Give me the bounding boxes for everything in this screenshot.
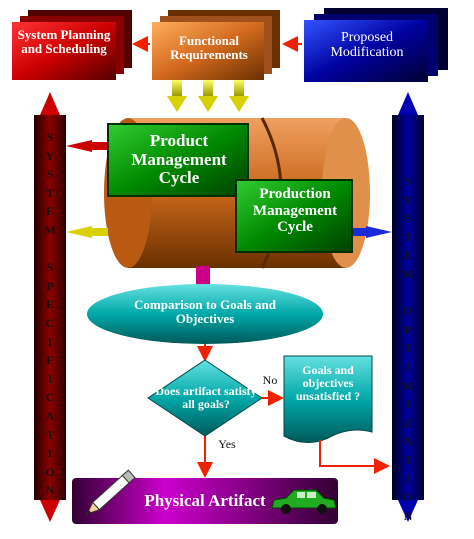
car-icon <box>271 489 337 514</box>
right-letter: T <box>403 229 412 244</box>
right-letter: Y <box>403 192 413 207</box>
left-letter: E <box>45 297 54 312</box>
left-letter: I <box>47 446 53 461</box>
branch-yes-label: Yes <box>218 437 236 451</box>
right-letter: T <box>403 452 412 467</box>
system-optimization-bar <box>392 92 424 522</box>
right-letter: T <box>403 341 412 356</box>
cylinder-connector <box>196 266 210 288</box>
physical-artifact-box <box>72 478 338 524</box>
functional-requirements-box <box>152 10 280 80</box>
right-letter: Z <box>403 415 412 430</box>
system-planning-box <box>12 10 132 80</box>
left-letter <box>38 240 62 259</box>
right-letter: N <box>403 508 413 523</box>
left-letter: N <box>45 483 55 498</box>
left-letter: S <box>46 167 54 182</box>
arrow-goals-to-optimization <box>319 440 390 474</box>
comparison-ellipse <box>87 284 323 344</box>
left-letter: O <box>45 464 55 479</box>
left-letter: C <box>45 390 55 405</box>
left-letter: T <box>45 427 54 442</box>
right-letter: O <box>403 490 413 505</box>
right-letter: A <box>403 434 413 449</box>
right-letter: S <box>404 174 412 188</box>
left-letter: I <box>47 371 53 386</box>
left-letter: S <box>46 260 54 275</box>
branch-no-label: No <box>262 373 278 387</box>
product-cycle-label: Product Management Cycle <box>131 131 227 188</box>
left-letter: P <box>46 278 54 293</box>
system-specification-bar <box>34 92 66 522</box>
physical-artifact-label: Physical Artifact <box>144 491 266 510</box>
left-letter: A <box>45 408 55 423</box>
left-letter: F <box>46 353 54 368</box>
pencil-icon <box>86 469 136 515</box>
side-arrows <box>66 140 392 238</box>
right-letter: I <box>405 359 411 374</box>
goals-unsatisfied-box <box>283 355 373 443</box>
right-letter: O <box>403 304 413 319</box>
right-letter: M <box>402 378 414 393</box>
right-letter: S <box>404 211 412 226</box>
product-cycle-box <box>107 123 249 197</box>
yellow-down-arrows <box>167 80 249 112</box>
left-letter: T <box>45 185 54 200</box>
left-letter: Y <box>45 148 55 163</box>
right-letter: I <box>405 471 411 486</box>
right-letter <box>396 284 420 303</box>
decision-label: Does artifact satisfy all goals? <box>155 384 257 412</box>
proposed-modification-label: Proposed Modification <box>330 30 404 61</box>
production-cycle-label: Production Management Cycle <box>252 186 338 235</box>
comparison-label: Comparison to Goals and Objectives <box>134 297 276 327</box>
left-letter: I <box>47 334 53 349</box>
left-letter: M <box>44 222 56 237</box>
right-letter: I <box>405 397 411 412</box>
proposed-modification-box <box>304 8 448 82</box>
left-letter: S <box>46 130 54 144</box>
goals-unsatisfied-label: Goals and objectives unsatisfied ? <box>295 363 361 404</box>
right-letter: P <box>404 322 412 337</box>
right-letter: E <box>403 248 412 263</box>
left-letter: E <box>45 204 54 219</box>
functional-requirements-label: Functional Requirements <box>170 33 248 63</box>
system-planning-label: System Planning and Scheduling <box>17 27 111 57</box>
left-letter: C <box>45 315 55 330</box>
right-letter: M <box>402 266 414 281</box>
production-cycle-box <box>235 179 353 253</box>
